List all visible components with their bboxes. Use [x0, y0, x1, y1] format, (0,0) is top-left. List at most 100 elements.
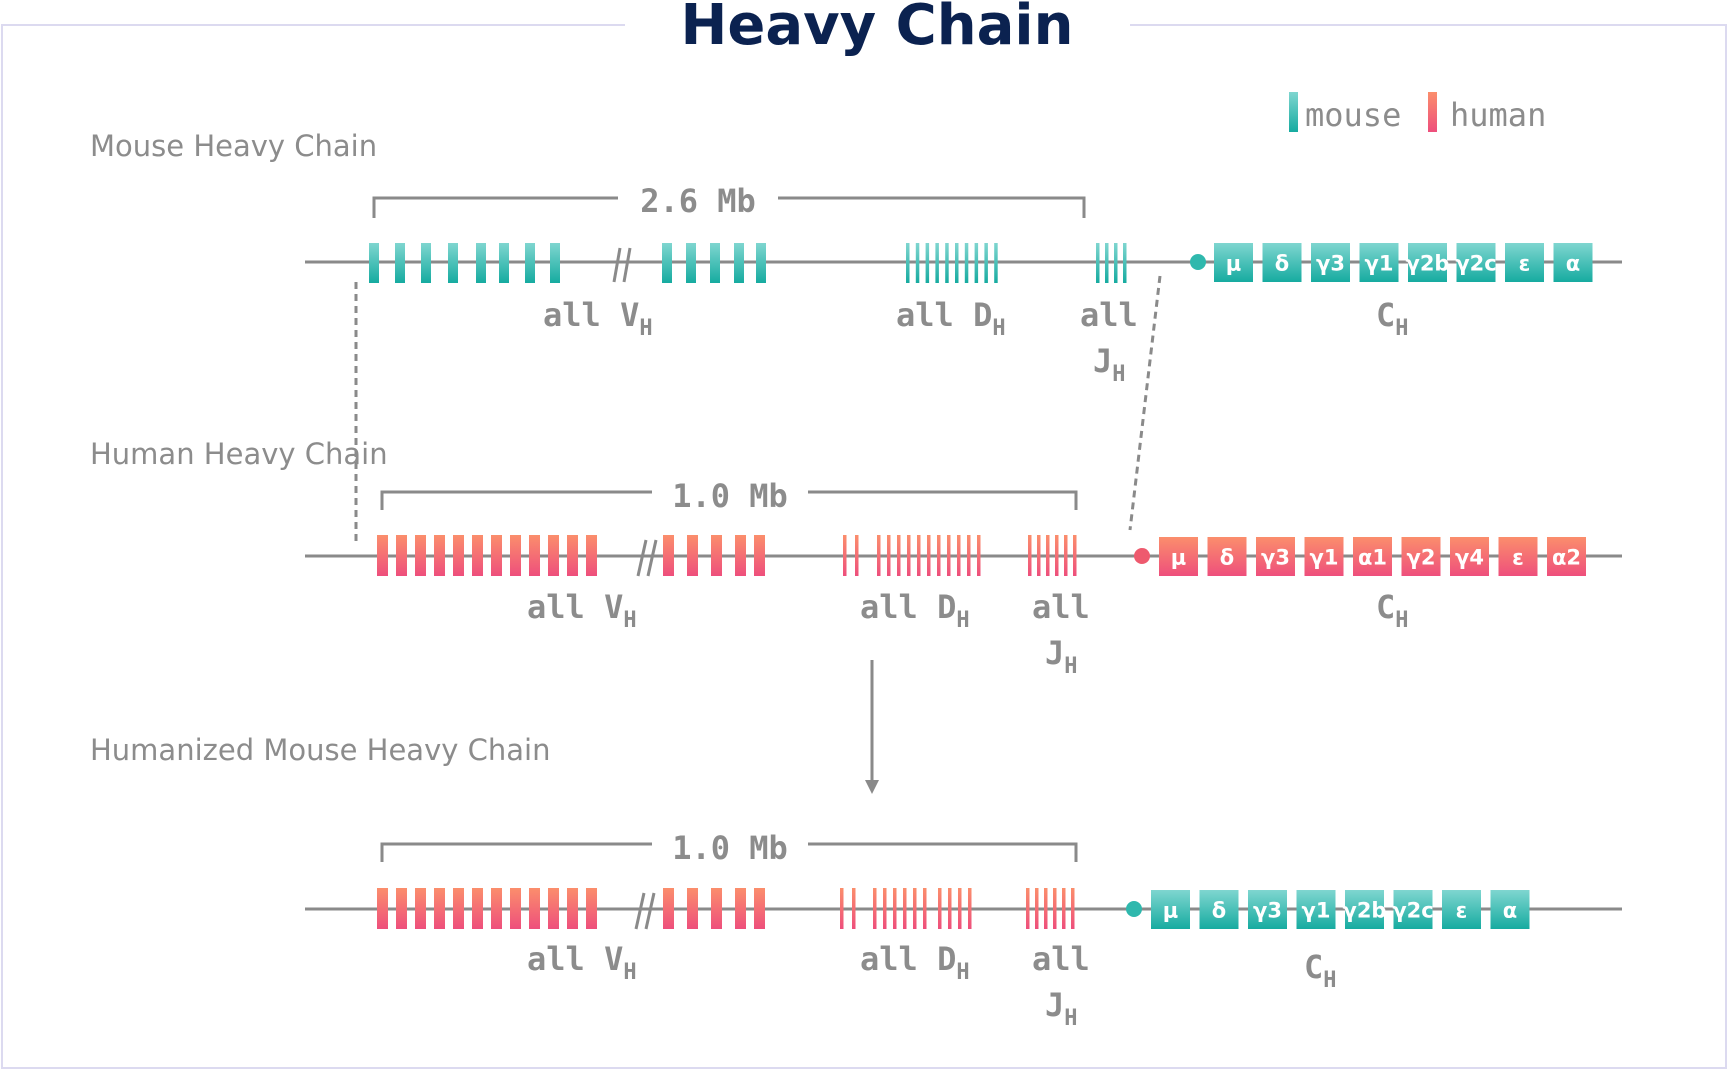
mouse-enhancer-dot [1190, 254, 1206, 270]
d-gene-segment [852, 888, 856, 929]
d-gene-segment [935, 243, 939, 283]
v-gene-segment [754, 888, 765, 929]
d-gene-segment [907, 535, 911, 576]
v-gene-segment [421, 243, 431, 283]
j-gene-segment [1096, 243, 1100, 283]
v-gene-segment [586, 888, 597, 929]
v-gene-segment [395, 243, 405, 283]
v-gene-segment [663, 888, 674, 929]
v-gene-segment [550, 243, 560, 283]
d-gene-segment [913, 888, 917, 929]
v-gene-segment [491, 535, 502, 576]
v-gene-segment [548, 535, 559, 576]
mouse-j-segments [1096, 243, 1127, 283]
constant-gene-label: μ [1171, 546, 1186, 570]
constant-gene-label: δ [1220, 546, 1234, 570]
v-gene-segment [663, 535, 674, 576]
constant-gene-box [1199, 890, 1239, 929]
constant-gene-label: ε [1512, 546, 1524, 570]
v-gene-segment [711, 888, 722, 929]
d-gene-segment [843, 535, 847, 576]
constant-gene-box [1159, 537, 1198, 576]
d-gene-segment [887, 535, 891, 576]
d-gene-segment [957, 535, 961, 576]
human-j-label-line2: JH [1045, 634, 1078, 679]
v-gene-segment [448, 243, 458, 283]
human-j-label: all [1032, 588, 1090, 626]
v-gene-segment [756, 243, 766, 283]
human-v-label: all VH [527, 588, 637, 633]
v-gene-segment [734, 243, 744, 283]
d-gene-segment [968, 888, 972, 929]
v-gene-segment [529, 535, 540, 576]
constant-gene-label: ε [1519, 252, 1531, 276]
human-span-label: 1.0 Mb [672, 477, 788, 515]
d-gene-segment [855, 535, 859, 576]
d-gene-segment [947, 535, 951, 576]
constant-gene-label: γ4 [1455, 546, 1484, 570]
constant-gene-label: α1 [1358, 546, 1387, 570]
human-break-mark [636, 539, 658, 577]
j-gene-segment [1073, 535, 1077, 576]
constant-gene-box [1256, 537, 1295, 576]
j-gene-segment [1062, 888, 1066, 929]
v-gene-segment [491, 888, 502, 929]
legend-human-label: human [1450, 96, 1546, 134]
constant-gene-box [1207, 537, 1247, 576]
mouse-d-segments [906, 243, 998, 283]
human-c-label: CH [1376, 588, 1409, 633]
mouse-d-label: all DH [896, 296, 1006, 341]
v-gene-segment [586, 535, 597, 576]
legend-mouse-label: mouse [1305, 96, 1401, 134]
legend-mouse-swatch [1289, 92, 1298, 132]
v-gene-segment [687, 535, 698, 576]
mouse-v-segments [369, 243, 766, 283]
constant-gene-label: γ3 [1316, 252, 1345, 276]
v-gene-segment [735, 888, 746, 929]
v-gene-segment [710, 243, 720, 283]
d-gene-segment [948, 888, 952, 929]
v-gene-segment [396, 888, 407, 929]
j-gene-segment [1037, 535, 1041, 576]
d-gene-segment [873, 888, 877, 929]
mouse-span-label: 2.6 Mb [640, 182, 756, 220]
humanized-enhancer-dot [1126, 901, 1142, 917]
v-gene-segment [434, 535, 445, 576]
constant-gene-label: γ1 [1365, 252, 1394, 276]
human-v-segments [377, 535, 765, 576]
constant-gene-box [1547, 537, 1586, 576]
d-gene-segment [974, 243, 979, 283]
page-title: Heavy Chain [681, 0, 1074, 58]
constant-gene-label: γ2b [1406, 252, 1450, 276]
v-gene-segment [369, 243, 379, 283]
d-gene-segment [915, 243, 920, 283]
v-gene-segment [453, 535, 464, 576]
humanization-arrow [865, 660, 879, 794]
constant-gene-label: γ3 [1261, 546, 1290, 570]
constant-gene-box [1393, 890, 1433, 929]
v-gene-segment [687, 888, 698, 929]
constant-gene-label: γ1 [1310, 546, 1339, 570]
d-gene-segment [917, 535, 921, 576]
constant-gene-label: δ [1275, 252, 1289, 276]
v-gene-segment [510, 888, 521, 929]
human-span-bracket [380, 490, 652, 510]
humanized-v-segments [377, 888, 765, 929]
mouse-span-bracket [372, 196, 618, 218]
v-gene-segment [735, 535, 746, 576]
humanized-span-label: 1.0 Mb [672, 829, 788, 867]
outer-frame [1, 24, 1727, 1069]
j-gene-segment [1071, 888, 1075, 929]
d-gene-segment [897, 535, 901, 576]
human-span-bracket-right [808, 490, 1078, 510]
d-gene-segment [893, 888, 897, 929]
constant-gene-label: γ2 [1407, 546, 1436, 570]
constant-gene-box [1359, 243, 1399, 282]
constant-gene-box [1248, 890, 1287, 929]
mouse-j-label: all [1080, 296, 1138, 334]
j-gene-segment [1064, 535, 1068, 576]
v-gene-segment [711, 535, 722, 576]
human-heavy-chain: Human Heavy Chain 1.0 Mb all VH all DH a… [90, 437, 1622, 679]
v-gene-segment [434, 888, 445, 929]
